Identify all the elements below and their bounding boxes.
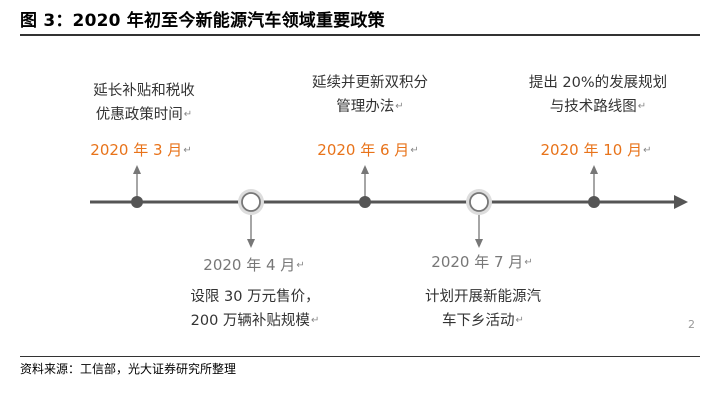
return-mark-icon: ↵ (643, 145, 652, 156)
event-5-line-1: 提出 20%的发展规划 (528, 75, 668, 91)
event-5-line-2: 与技术路线图 (549, 99, 637, 115)
event-3-date: 2020 年 6 月↵ (317, 139, 418, 160)
dot-event-3 (359, 196, 371, 208)
arrow-event-4 (475, 239, 483, 248)
return-mark-icon: ↵ (395, 101, 404, 112)
title-rule (20, 34, 700, 36)
return-mark-icon: ↵ (183, 109, 193, 120)
event-3-line-2: 管理办法 (336, 99, 395, 115)
event-2-date: 2020 年 4 月↵ (203, 254, 304, 275)
event-1-line-2: 优惠政策时间 (95, 107, 183, 123)
event-3-date-text: 2020 年 6 月 (317, 141, 410, 159)
return-mark-icon: ↵ (296, 260, 305, 271)
event-2-line-2: 200 万辆补贴规模 (190, 313, 310, 329)
event-1-date: 2020 年 3 月↵ (90, 139, 191, 160)
return-mark-icon: ↵ (410, 145, 419, 156)
event-3-line-1: 延续并更新双积分 (312, 75, 428, 91)
return-mark-icon: ↵ (637, 101, 647, 112)
return-mark-icon: ↵ (310, 315, 320, 326)
arrow-event-2 (247, 239, 255, 248)
timeline-arrowhead (674, 195, 688, 209)
return-mark-icon: ↵ (515, 315, 524, 326)
event-5-date-text: 2020 年 10 月 (540, 141, 643, 159)
figure-title: 图 3：2020 年初至今新能源汽车领域重要政策 (20, 11, 385, 31)
event-5-description: 提出 20%的发展规划 与技术路线图↵ (529, 72, 667, 119)
arrow-event-1 (133, 165, 141, 174)
event-4-line-1: 计划开展新能源汽 (425, 289, 541, 305)
event-2-line-1: 设限 30 万元售价， (190, 289, 320, 305)
event-3-description: 延续并更新双积分 管理办法↵ (312, 72, 428, 119)
dot-event-5 (588, 196, 600, 208)
arrow-event-5 (590, 165, 598, 174)
source-note: 资料来源：工信部，光大证券研究所整理 (20, 362, 237, 376)
stray-mark: 2 (688, 318, 695, 331)
return-mark-icon: ↵ (183, 145, 192, 156)
event-1-description: 延长补贴和税收 优惠政策时间↵ (93, 80, 195, 127)
dot-event-1 (131, 196, 143, 208)
dot-event-2 (241, 192, 261, 212)
dot-event-4 (469, 192, 489, 212)
return-mark-icon: ↵ (524, 257, 533, 268)
event-2-date-text: 2020 年 4 月 (203, 256, 296, 274)
event-4-date: 2020 年 7 月↵ (431, 251, 532, 272)
arrow-event-3 (361, 165, 369, 174)
event-4-line-2: 车下乡活动 (442, 313, 515, 329)
event-1-date-text: 2020 年 3 月 (90, 141, 183, 159)
event-4-date-text: 2020 年 7 月 (431, 253, 524, 271)
event-5-date: 2020 年 10 月↵ (541, 139, 652, 160)
event-4-description: 计划开展新能源汽 车下乡活动↵ (425, 286, 541, 333)
event-2-description: 设限 30 万元售价， 200 万辆补贴规模↵ (190, 286, 319, 333)
event-1-line-1: 延长补贴和税收 (93, 83, 195, 99)
source-rule (20, 356, 700, 357)
